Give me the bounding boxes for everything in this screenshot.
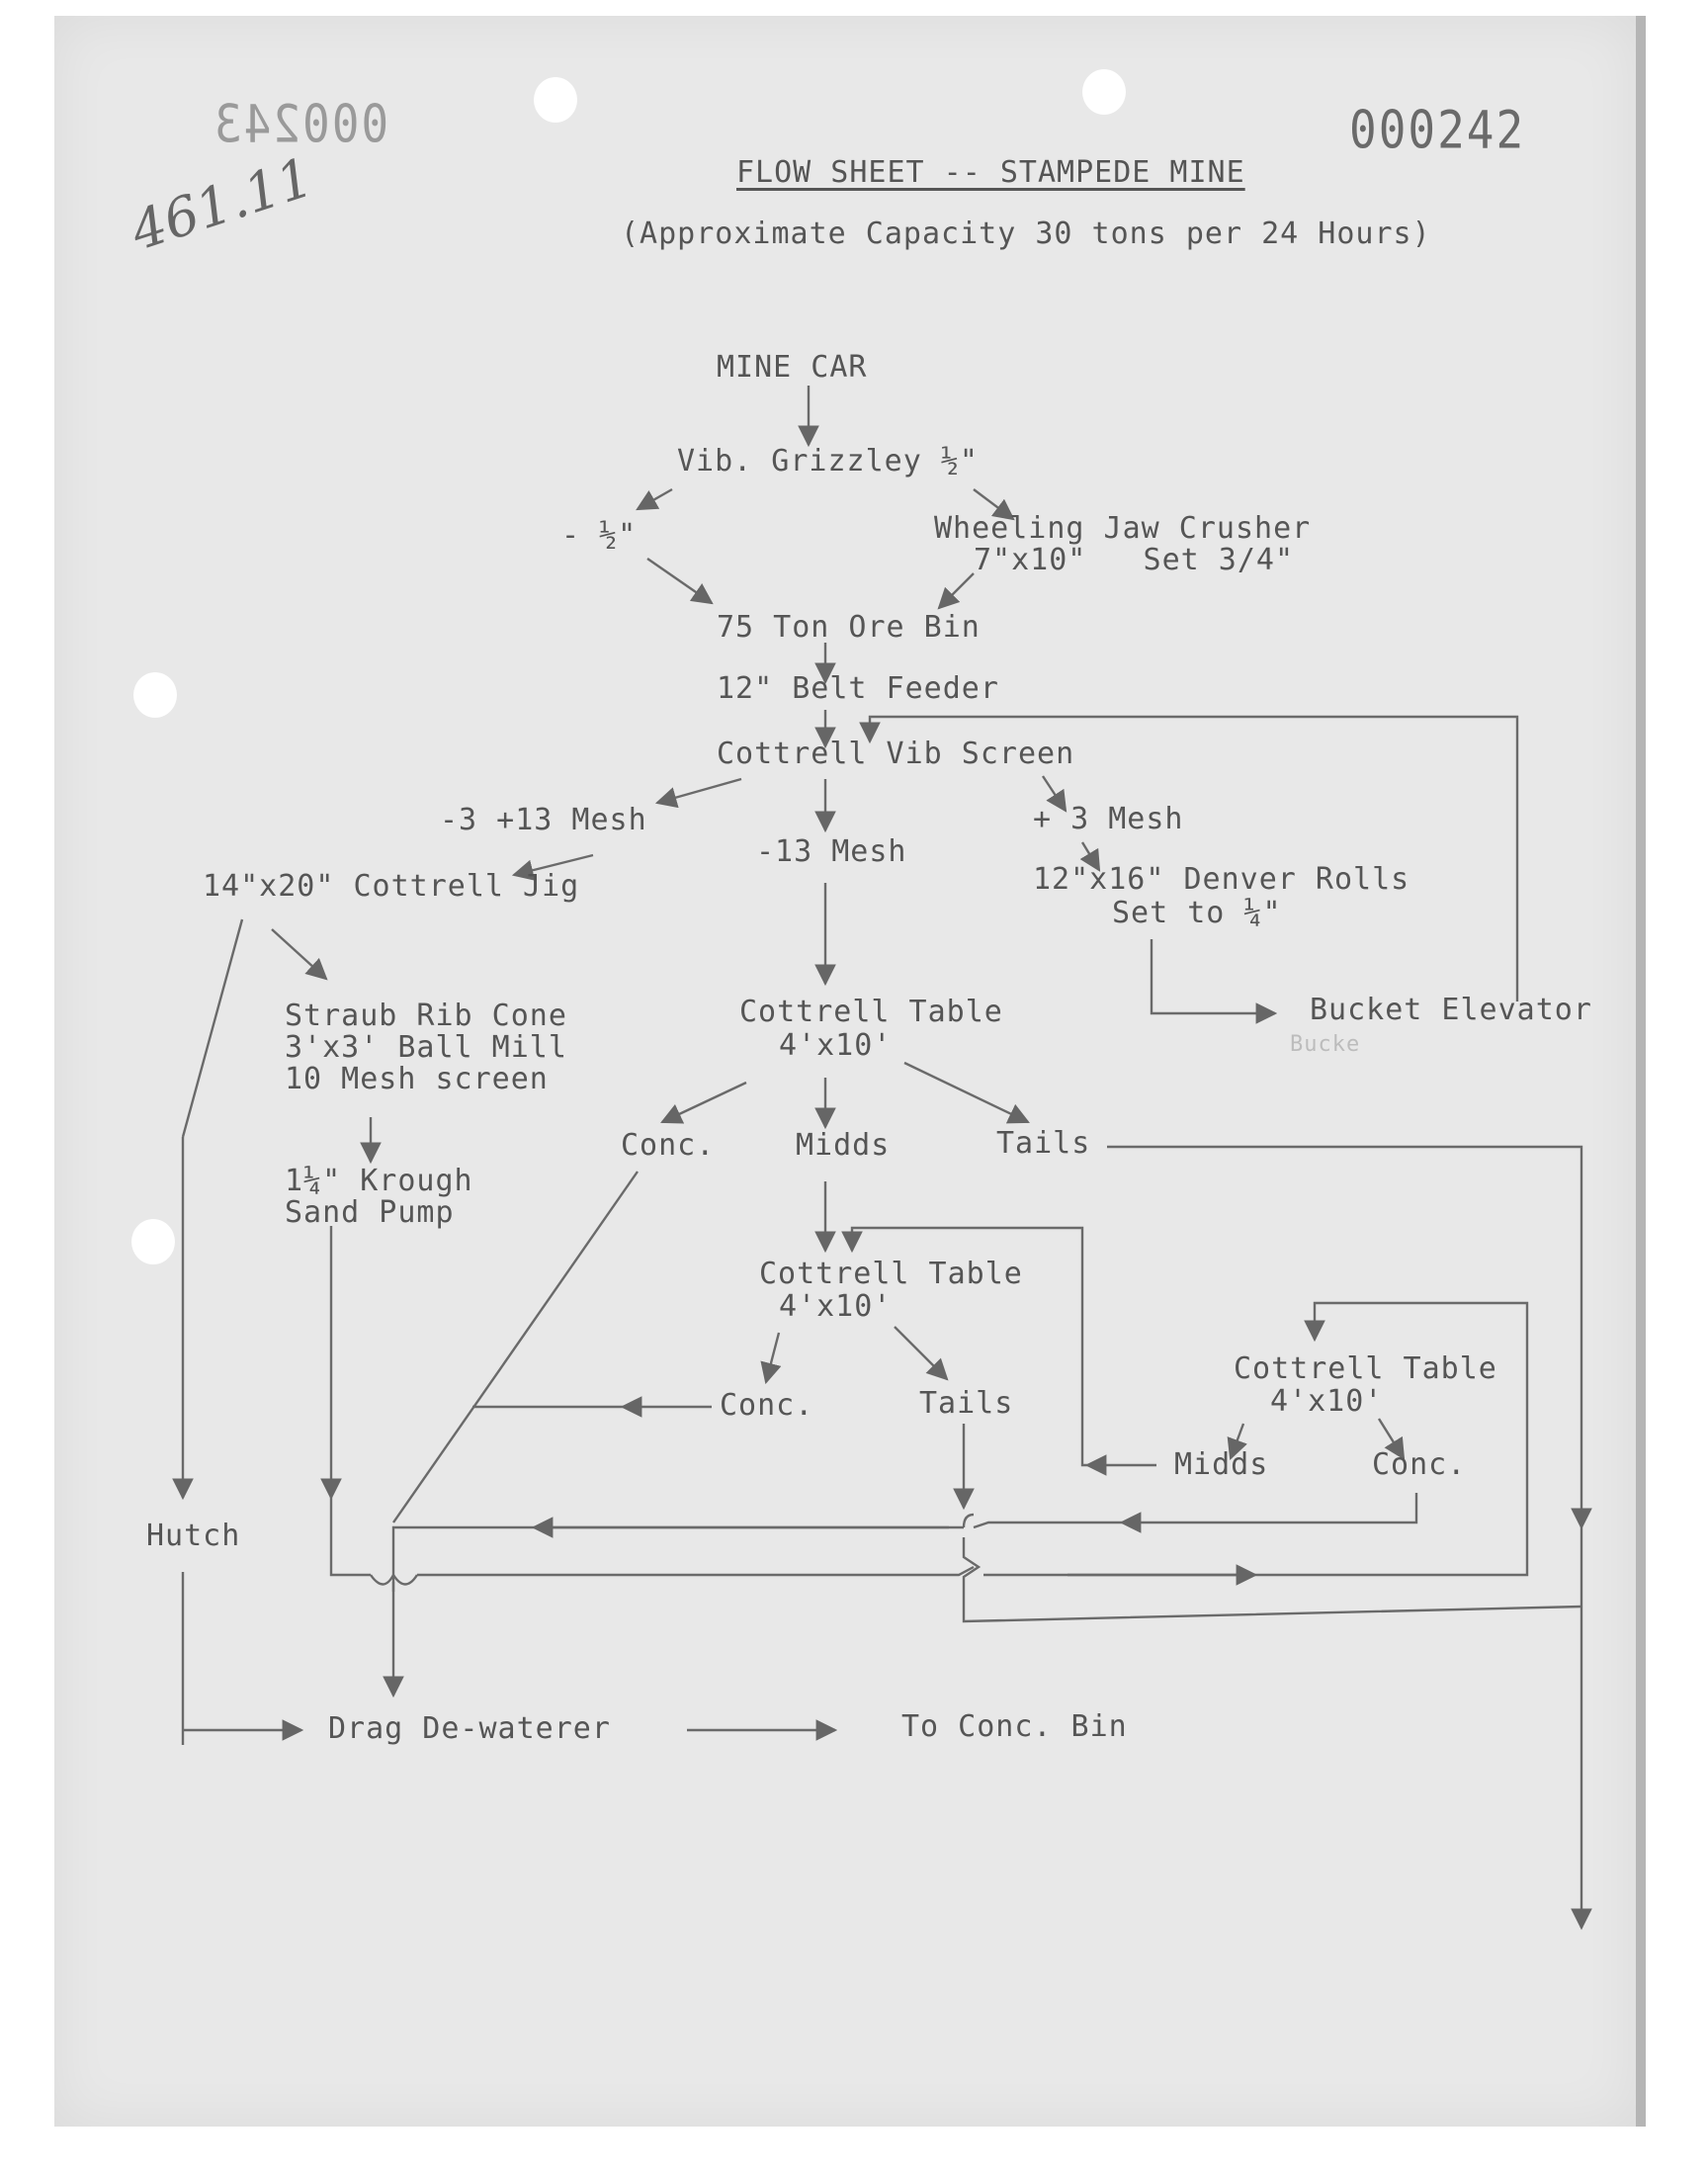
line-crossover-hop xyxy=(962,1513,975,1528)
node-mine-car: MINE CAR xyxy=(717,350,868,385)
node-pump-line2: Sand Pump xyxy=(285,1195,455,1230)
node-jaw-crusher-line2: 7"x10" Set 3/4" xyxy=(974,543,1295,577)
node-pump-line1: 1¼" Krough xyxy=(285,1164,473,1198)
node-table1-line1: Cottrell Table xyxy=(739,995,1003,1029)
node-belt-feeder: 12" Belt Feeder xyxy=(717,671,999,706)
node-table2-line2: 4'x10' xyxy=(779,1289,893,1324)
node-rolls-line1: 12"x16" Denver Rolls xyxy=(1033,862,1410,897)
punch-hole xyxy=(1082,69,1126,115)
node-table2-conc: Conc. xyxy=(720,1388,814,1423)
arrow-plus13-to-jig xyxy=(511,853,594,881)
node-jig: 14"x20" Cottrell Jig xyxy=(203,869,580,904)
arrow-table3-to-midds xyxy=(1227,1423,1247,1461)
node-ore-bin: 75 Ton Ore Bin xyxy=(717,610,981,645)
line-conc-to-dewaterer xyxy=(392,1171,639,1523)
node-table3-line2: 4'x10' xyxy=(1270,1384,1384,1419)
arrow-tails-to-waste xyxy=(1107,1145,1592,1530)
arrow-return-to-table3 xyxy=(1304,1301,1529,1343)
node-ball-mill-line3: 10 Mesh screen xyxy=(285,1062,549,1096)
node-bucket-elevator: Bucket Elevator xyxy=(1310,993,1592,1027)
node-grizzley: Vib. Grizzley ½" xyxy=(677,444,979,478)
paper-edge-shadow xyxy=(1636,16,1646,2127)
node-minus-half: - ½" xyxy=(561,518,638,553)
node-table1-tails: Tails xyxy=(996,1126,1091,1161)
node-conc-bin: To Conc. Bin xyxy=(901,1709,1128,1744)
paper-sheet xyxy=(54,16,1636,2127)
punch-hole xyxy=(534,77,577,123)
arrow-jig-to-ball-mill xyxy=(271,928,328,981)
arrow-t3-midds-to-table2 xyxy=(841,1226,1087,1467)
node-table3-midds: Midds xyxy=(1174,1447,1269,1482)
arrow-table1-to-tails xyxy=(903,1061,1030,1124)
arrow-screen-to-plus13 xyxy=(654,777,742,809)
line-pump-to-crossing xyxy=(329,1498,371,1577)
node-rolls-line2: Set to ¼" xyxy=(1112,896,1282,930)
node-vib-screen: Cottrell Vib Screen xyxy=(717,737,1075,771)
line-jig-to-hutch xyxy=(181,918,244,1138)
node-table2-line1: Cottrell Table xyxy=(759,1257,1023,1291)
page-subtitle: (Approximate Capacity 30 tons per 24 Hou… xyxy=(621,217,1431,251)
node-table2-tails: Tails xyxy=(919,1386,1014,1421)
arrow-table2-to-conc xyxy=(760,1332,782,1385)
arrow-minus-half-to-ore-bin xyxy=(646,558,714,605)
line-t2-tails-to-waste xyxy=(962,1537,1582,1623)
arrow-plus3-to-rolls xyxy=(1079,841,1101,872)
arrow-table2-to-tails xyxy=(894,1326,949,1381)
node-ball-mill-line1: Straub Rib Cone xyxy=(285,999,567,1033)
node-mesh-plus-3: + 3 Mesh xyxy=(1033,802,1184,836)
punch-hole xyxy=(133,672,177,718)
node-mesh-minus-13: -13 Mesh xyxy=(756,834,907,869)
line-conc-collector xyxy=(391,1525,949,1592)
line-t3-conc-to-crossover xyxy=(973,1521,1122,1529)
arrow-elevator-return-to-screen xyxy=(859,715,1519,1001)
node-table3-line1: Cottrell Table xyxy=(1234,1351,1497,1386)
line-pump-hop xyxy=(370,1572,419,1586)
arrow-rolls-to-elevator xyxy=(1150,939,1278,1024)
page-title: FLOW SHEET -- STAMPEDE MINE xyxy=(736,155,1245,190)
node-table3-conc: Conc. xyxy=(1372,1447,1467,1482)
punch-hole xyxy=(131,1219,175,1264)
line-pump-return xyxy=(417,1565,975,1577)
node-table1-line2: 4'x10' xyxy=(779,1028,893,1063)
arrow-table3-to-conc xyxy=(1377,1418,1406,1460)
node-table1-conc: Conc. xyxy=(621,1128,716,1163)
arrow-table1-to-conc xyxy=(660,1081,747,1124)
node-mesh-3-13: -3 +13 Mesh xyxy=(440,803,647,837)
node-table1-midds: Midds xyxy=(796,1128,891,1163)
page-number-stamp: 000242 xyxy=(1349,98,1526,161)
arrow-grizzley-to-jaw-crusher xyxy=(973,488,1015,521)
node-dewaterer: Drag De-waterer xyxy=(328,1711,611,1746)
node-jaw-crusher-line1: Wheeling Jaw Crusher xyxy=(934,511,1312,546)
arrow-crusher-to-ore-bin xyxy=(937,572,975,610)
node-ball-mill-line2: 3'x3' Ball Mill xyxy=(285,1030,567,1065)
node-hutch: Hutch xyxy=(146,1519,241,1553)
node-bucket-elevator-ghost: Bucke xyxy=(1290,1032,1361,1057)
arrow-screen-to-plus3 xyxy=(1041,775,1068,813)
arrow-grizzley-to-minus-half xyxy=(636,487,673,511)
arrow-t3-conc-left xyxy=(1119,1493,1418,1533)
